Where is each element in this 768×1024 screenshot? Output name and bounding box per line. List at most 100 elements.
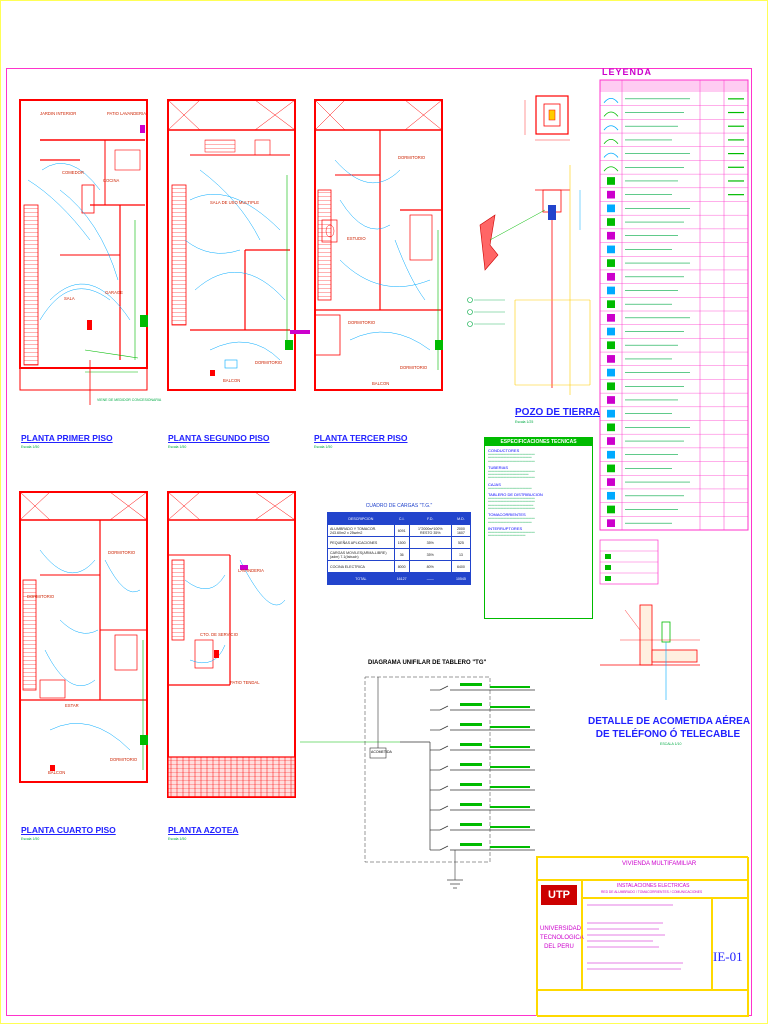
table-total-row: TOTAL 16127 —— 10545 [327, 572, 472, 585]
legend-symbol-icon [607, 177, 615, 185]
room-label: ESTUDIO [347, 236, 366, 241]
table-cell: 525 [450, 536, 472, 549]
circuit-label-block [460, 743, 482, 746]
table-cell: 35% [408, 548, 452, 561]
tb-project-cell [537, 857, 749, 881]
specs-section: TOMACORRIENTES [488, 512, 526, 518]
drop-detail-scale: ESCALA 1/10 [660, 742, 682, 746]
room-label: BALCON [223, 378, 241, 383]
circuit-description-block [490, 726, 530, 728]
plan-title-fourth: PLANTA CUARTO PISO [21, 825, 116, 835]
circuit-description-block [490, 686, 530, 688]
plan-title-first: PLANTA PRIMER PISO [21, 433, 113, 443]
legend-symbol-icon [607, 204, 615, 213]
room-label: DORMITORIO [108, 550, 136, 555]
table-cell: TOTAL [327, 572, 395, 585]
circuit-description-block [490, 746, 530, 748]
specs-section: INTERRUPTORES [488, 525, 523, 531]
legend-symbol-icon [607, 190, 615, 199]
room-label: PATIO TENDAL [230, 680, 260, 685]
tb-subtitle: RED DE ALUMBRADO / TOMACORRIENTES / COMU… [601, 890, 703, 894]
circuit-label-block [460, 703, 482, 706]
legend-symbol-icon [607, 423, 615, 432]
table-header: C.I. [393, 512, 410, 525]
legend-symbol-icon [607, 382, 615, 391]
legend-symbol-icon [607, 519, 615, 527]
plan-fourth-floor [19, 491, 148, 783]
plan-title-roof: PLANTA AZOTEA [168, 825, 239, 835]
legend-extra [599, 539, 659, 585]
room-label: GARAGE [105, 290, 123, 295]
table-cell: 10545 [450, 572, 472, 585]
table-row: ALUMBRADO Y TOMACOR. 243.60m2 x 25w/m2 6… [327, 524, 472, 537]
legend-symbol-icon [607, 245, 615, 254]
circuit-label-block [460, 683, 482, 686]
scale-note: Escala 1/50 [168, 445, 187, 449]
room-label: DORMITORIO [398, 155, 426, 160]
breaker-icon [439, 825, 449, 831]
specs-section: TABLERO DE DISTRIBUCION [488, 492, 543, 498]
ground-well-detail [467, 95, 591, 395]
scale-note: Escala 1/50 [314, 445, 333, 449]
tb-specialty: INSTALACIONES ELECTRICAS [617, 883, 690, 889]
circuit-label-block [460, 723, 482, 726]
breaker-icon [439, 705, 449, 711]
plan-third-floor [290, 99, 443, 391]
circuit-label-block [460, 803, 482, 806]
plan-first-floor [19, 99, 148, 405]
legend-symbol-icon [607, 396, 615, 404]
legend-symbol-icon [607, 341, 615, 350]
room-label: COCINA [103, 178, 120, 183]
table-row: PEQUEÑAS APLICACIONES 1500 35% 525 [327, 536, 472, 549]
tb-university: UNIVERSIDAD TECNOLOGICA DEL PERU [540, 926, 584, 950]
room-label: DORMITORIO [255, 360, 283, 365]
specs-box: ESPECIFICACIONES TECNICAS CONDUCTORES ━━… [484, 437, 593, 619]
room-label: DORMITORIO [348, 320, 376, 325]
legend-symbol-icon [607, 437, 615, 445]
loads-table-wrap: CUADRO DE CARGAS "T.G." DESCRIPCION C.I.… [327, 503, 472, 585]
meter-note: VIENE DE MEDIDOR CONCESIONARIA [97, 398, 162, 402]
legend-symbol-icon [607, 450, 615, 459]
plan-roof [167, 491, 296, 798]
circuit-label-block [460, 823, 482, 826]
circuit-label-block [460, 783, 482, 786]
circuit-label-block [460, 843, 482, 846]
unifilar-circuits [430, 683, 535, 851]
legend-symbol-icon [603, 111, 619, 117]
tb-logo-cell [537, 879, 583, 991]
room-label: BALCON [48, 770, 66, 775]
legend-symbol-icon [607, 286, 615, 295]
circuit-label-block [460, 763, 482, 766]
table-cell: 2000 1607 [450, 524, 472, 537]
drop-detail-title-1: DETALLE DE ACOMETIDA AÉREA [588, 716, 751, 727]
room-label: SALA DE USO MULTIPLE [210, 200, 260, 205]
table-header: F.D. [408, 512, 452, 525]
table-cell: —— [408, 572, 452, 585]
circuit-description-block [490, 846, 530, 848]
legend-symbol-icon [607, 259, 615, 267]
plan-title-second: PLANTA SEGUNDO PISO [168, 433, 270, 443]
legend-symbol-icon [603, 125, 619, 131]
tb-footer-cell [537, 989, 749, 1017]
room-label: DORMITORIO [110, 757, 138, 762]
plan-second-floor [167, 99, 296, 391]
table-cell: 8000 [393, 560, 410, 573]
legend-symbol-icon [607, 231, 615, 240]
legend-title: LEYENDA [602, 67, 653, 77]
circuit-description-block [490, 706, 530, 708]
utp-logo: UTP [541, 885, 577, 905]
breaker-icon [439, 745, 449, 751]
unifilar-input-label: ACOMETIDA [371, 750, 392, 754]
drop-detail-title-2: DE TELÉFONO Ó TELECABLE [595, 729, 741, 740]
legend-rows [600, 97, 748, 531]
title-block: VIVIENDA MULTIFAMILIAR UTP UNIVERSIDAD T… [536, 856, 749, 1017]
breaker-icon [439, 685, 449, 691]
unifilar-diagram [300, 676, 491, 889]
table-header: M.D. [450, 512, 472, 525]
table-cell: PEQUEÑAS APLICACIONES [327, 536, 395, 549]
table-cell: 35% [408, 536, 452, 549]
room-label: BALCON [372, 381, 390, 386]
table-cell: 1500 [393, 536, 410, 549]
table-cell: 36 [393, 548, 410, 561]
